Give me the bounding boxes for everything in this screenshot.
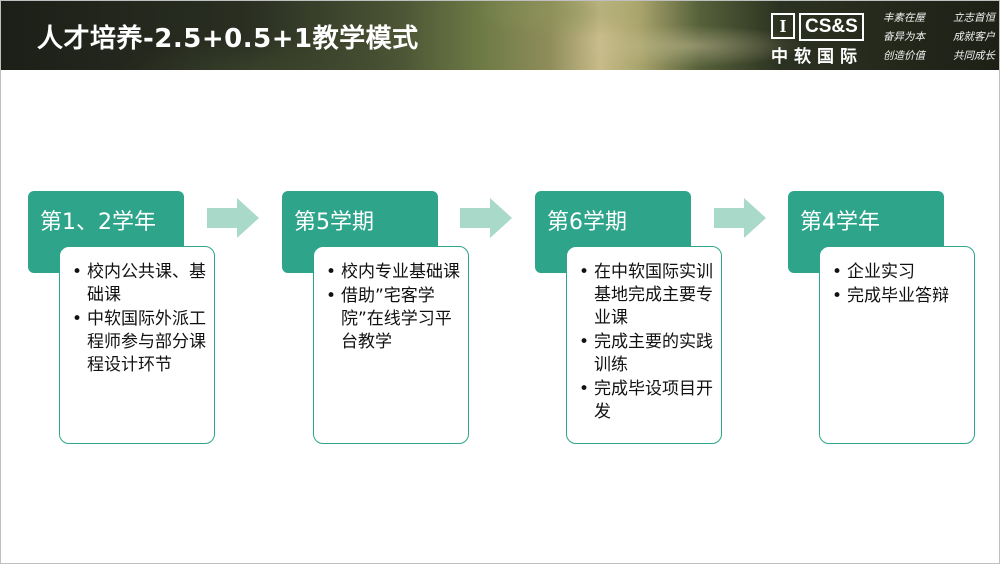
bullet-icon: • [579, 332, 590, 352]
company-logo: I CS&S 中软国际 [771, 11, 873, 67]
list-item-text: 完成毕业答辩 [847, 286, 949, 306]
motto-text: 共同成长 [953, 50, 995, 62]
bullet-icon: • [579, 379, 590, 399]
motto-row: 创造价值 共同成长 [883, 47, 995, 66]
bullet-icon: • [72, 262, 83, 282]
company-mottos: 丰素在屋 立志首恒 奋异为本 成就客户 创造价值 共同成长 [883, 9, 995, 66]
stage-content-box: •校内公共课、基础课 •中软国际外派工程师参与部分课程设计环节 [59, 246, 215, 444]
motto-row: 奋异为本 成就客户 [883, 28, 995, 47]
stage-bullet-list: •在中软国际实训基地完成主要专业课 •完成主要的实践训练 •完成毕设项目开发 [567, 247, 721, 424]
bullet-icon: • [326, 262, 337, 282]
stage-content-box: •校内专业基础课 •借助”宅客学院”在线学习平台教学 [313, 246, 469, 444]
logo-chinese-name: 中软国际 [771, 47, 863, 67]
list-item-text: 完成毕设项目开发 [594, 379, 713, 422]
header-banner: 人才培养-2.5+0.5+1教学模式 I CS&S 中软国际 丰素在屋 立志首恒… [1, 1, 999, 70]
stage-bullet-list: •校内公共课、基础课 •中软国际外派工程师参与部分课程设计环节 [60, 247, 214, 377]
slide-title: 人才培养-2.5+0.5+1教学模式 [37, 24, 419, 54]
list-item: •完成毕设项目开发 [577, 378, 713, 424]
logo-mark: I [771, 13, 795, 39]
motto-text: 成就客户 [953, 31, 995, 43]
stage-content-box: •企业实习 •完成毕业答辩 [819, 246, 975, 444]
logo-text: CS&S [799, 13, 864, 41]
bullet-icon: • [832, 262, 843, 282]
arrow-right-icon [460, 198, 512, 238]
list-item: •中软国际外派工程师参与部分课程设计环节 [70, 308, 206, 377]
list-item-text: 中软国际外派工程师参与部分课程设计环节 [87, 309, 206, 375]
motto-text: 立志首恒 [953, 12, 995, 24]
stage-bullet-list: •校内专业基础课 •借助”宅客学院”在线学习平台教学 [314, 247, 468, 354]
list-item-text: 校内公共课、基础课 [87, 262, 206, 305]
stage-title: 第6学期 [547, 210, 627, 235]
motto-text: 创造价值 [883, 50, 925, 62]
motto-row: 丰素在屋 立志首恒 [883, 9, 995, 28]
list-item-text: 在中软国际实训基地完成主要专业课 [594, 262, 713, 328]
list-item: •在中软国际实训基地完成主要专业课 [577, 261, 713, 330]
list-item-text: 企业实习 [847, 262, 915, 282]
list-item-text: 借助”宅客学院”在线学习平台教学 [341, 286, 452, 352]
stage-title: 第4学年 [800, 210, 880, 235]
stage-title: 第1、2学年 [40, 210, 156, 235]
motto-text: 奋异为本 [883, 31, 925, 43]
list-item: •校内公共课、基础课 [70, 261, 206, 307]
list-item: •企业实习 [830, 261, 966, 284]
list-item-text: 完成主要的实践训练 [594, 332, 713, 375]
list-item: •完成主要的实践训练 [577, 331, 713, 377]
arrow-right-icon [714, 198, 766, 238]
motto-text: 丰素在屋 [883, 12, 925, 24]
list-item: •完成毕业答辩 [830, 285, 966, 308]
list-item: •校内专业基础课 [324, 261, 460, 284]
arrow-right-icon [207, 198, 259, 238]
stage-title: 第5学期 [294, 210, 374, 235]
bullet-icon: • [72, 309, 83, 329]
bullet-icon: • [832, 286, 843, 306]
stage-content-box: •在中软国际实训基地完成主要专业课 •完成主要的实践训练 •完成毕设项目开发 [566, 246, 722, 444]
stage-bullet-list: •企业实习 •完成毕业答辩 [820, 247, 974, 308]
bullet-icon: • [579, 262, 590, 282]
list-item-text: 校内专业基础课 [341, 262, 460, 282]
bullet-icon: • [326, 286, 337, 306]
list-item: •借助”宅客学院”在线学习平台教学 [324, 285, 460, 354]
